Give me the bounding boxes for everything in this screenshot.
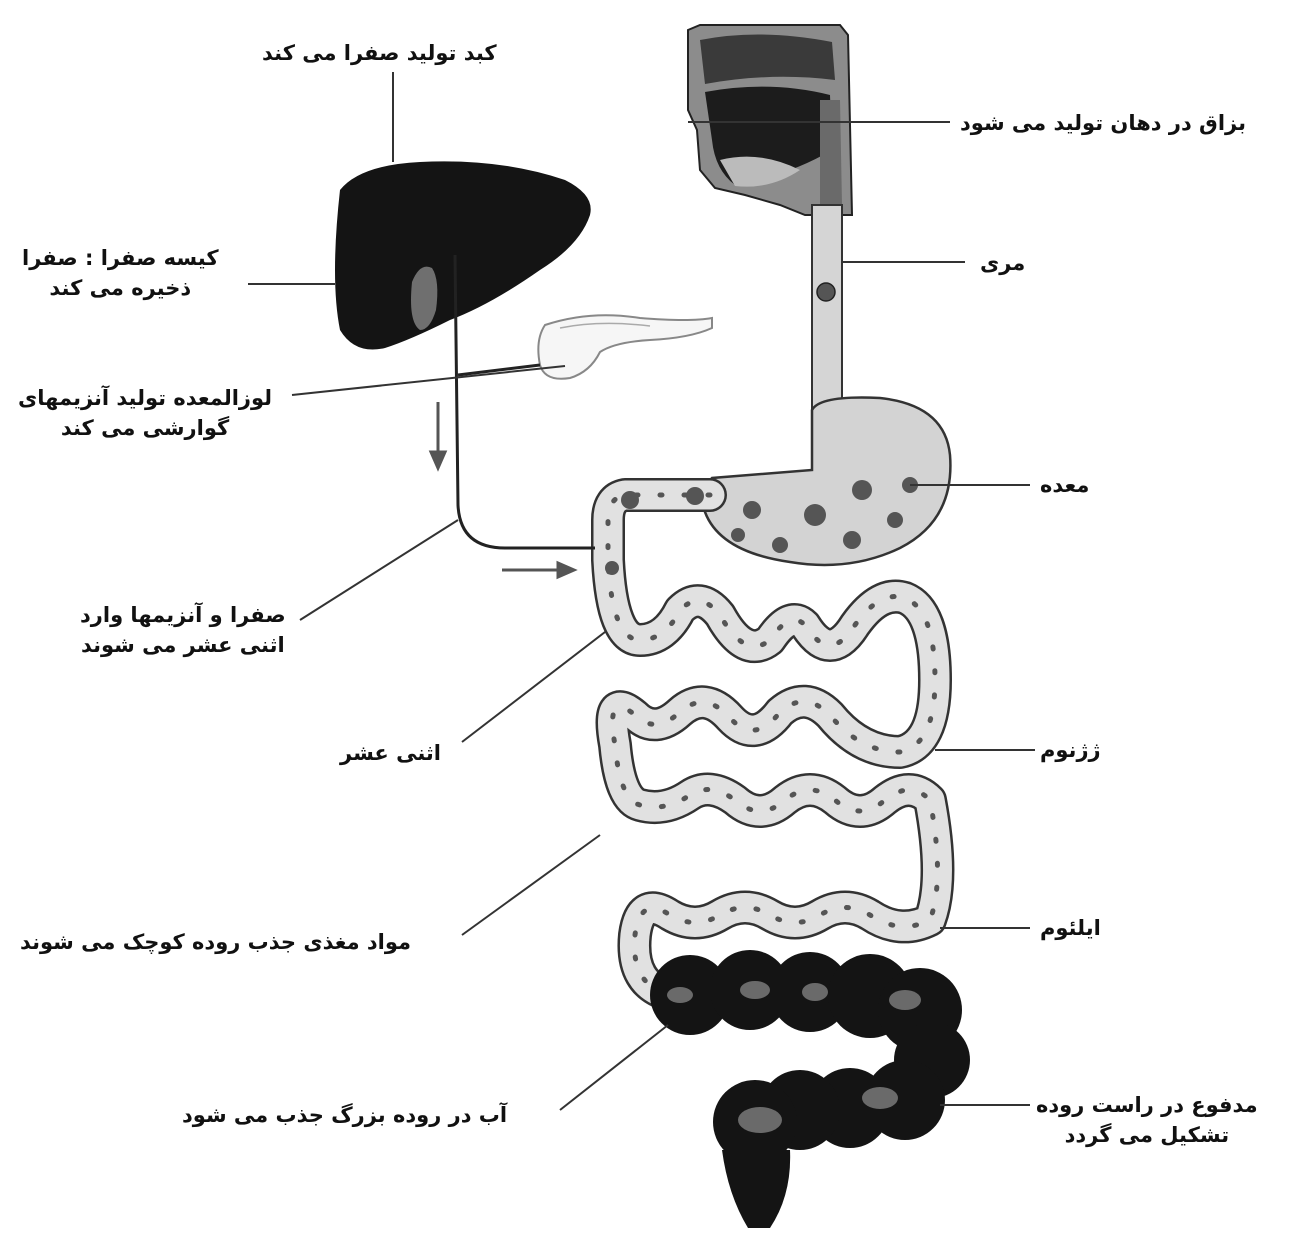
label-pancreas-line2: گوارشی می کند: [18, 413, 272, 443]
stomach-organ: [704, 398, 951, 565]
label-saliva: بزاق در دهان تولید می شود: [960, 108, 1246, 138]
label-nutrients: مواد مغذی جذب روده کوچک می شوند: [20, 927, 411, 957]
label-liver: کبد تولید صفرا می کند: [262, 38, 497, 68]
liver-organ: [335, 161, 591, 349]
label-bile-enzymes-line2: اثنی عشر می شوند: [80, 630, 286, 660]
label-gallbladder: کیسه صفرا : صفرا ذخیره می کند: [22, 243, 219, 303]
label-gallbladder-line1: کیسه صفرا : صفرا: [22, 243, 219, 273]
label-feces-line2: تشکیل می گردد: [1036, 1120, 1258, 1150]
head-mouth-illustration: [688, 25, 852, 215]
label-feces-line1: مدفوع در راست روده: [1036, 1090, 1258, 1120]
label-feces: مدفوع در راست روده تشکیل می گردد: [1036, 1090, 1258, 1150]
label-esophagus: مری: [980, 248, 1025, 278]
flow-arrows: [431, 402, 574, 577]
label-gallbladder-line2: ذخیره می کند: [22, 273, 219, 303]
small-intestine: [605, 487, 938, 995]
label-pancreas: لوزالمعده تولید آنزیمهای گوارشی می کند: [18, 383, 272, 443]
label-pancreas-line1: لوزالمعده تولید آنزیمهای: [18, 383, 272, 413]
esophagus-tube: [812, 205, 842, 421]
label-jejunum: ژژنوم: [1040, 735, 1101, 765]
label-water: آب در روده بزرگ جذب می شود: [182, 1100, 507, 1130]
label-stomach: معده: [1040, 470, 1089, 500]
label-duodenum: اثنی عشر: [340, 738, 441, 768]
label-ileum: ایلئوم: [1040, 913, 1101, 943]
pancreas-organ: [538, 315, 712, 379]
label-bile-enzymes-line1: صفرا و آنزیمها وارد: [80, 600, 286, 630]
label-bile-enzymes: صفرا و آنزیمها وارد اثنی عشر می شوند: [80, 600, 286, 660]
large-intestine: [650, 950, 970, 1228]
